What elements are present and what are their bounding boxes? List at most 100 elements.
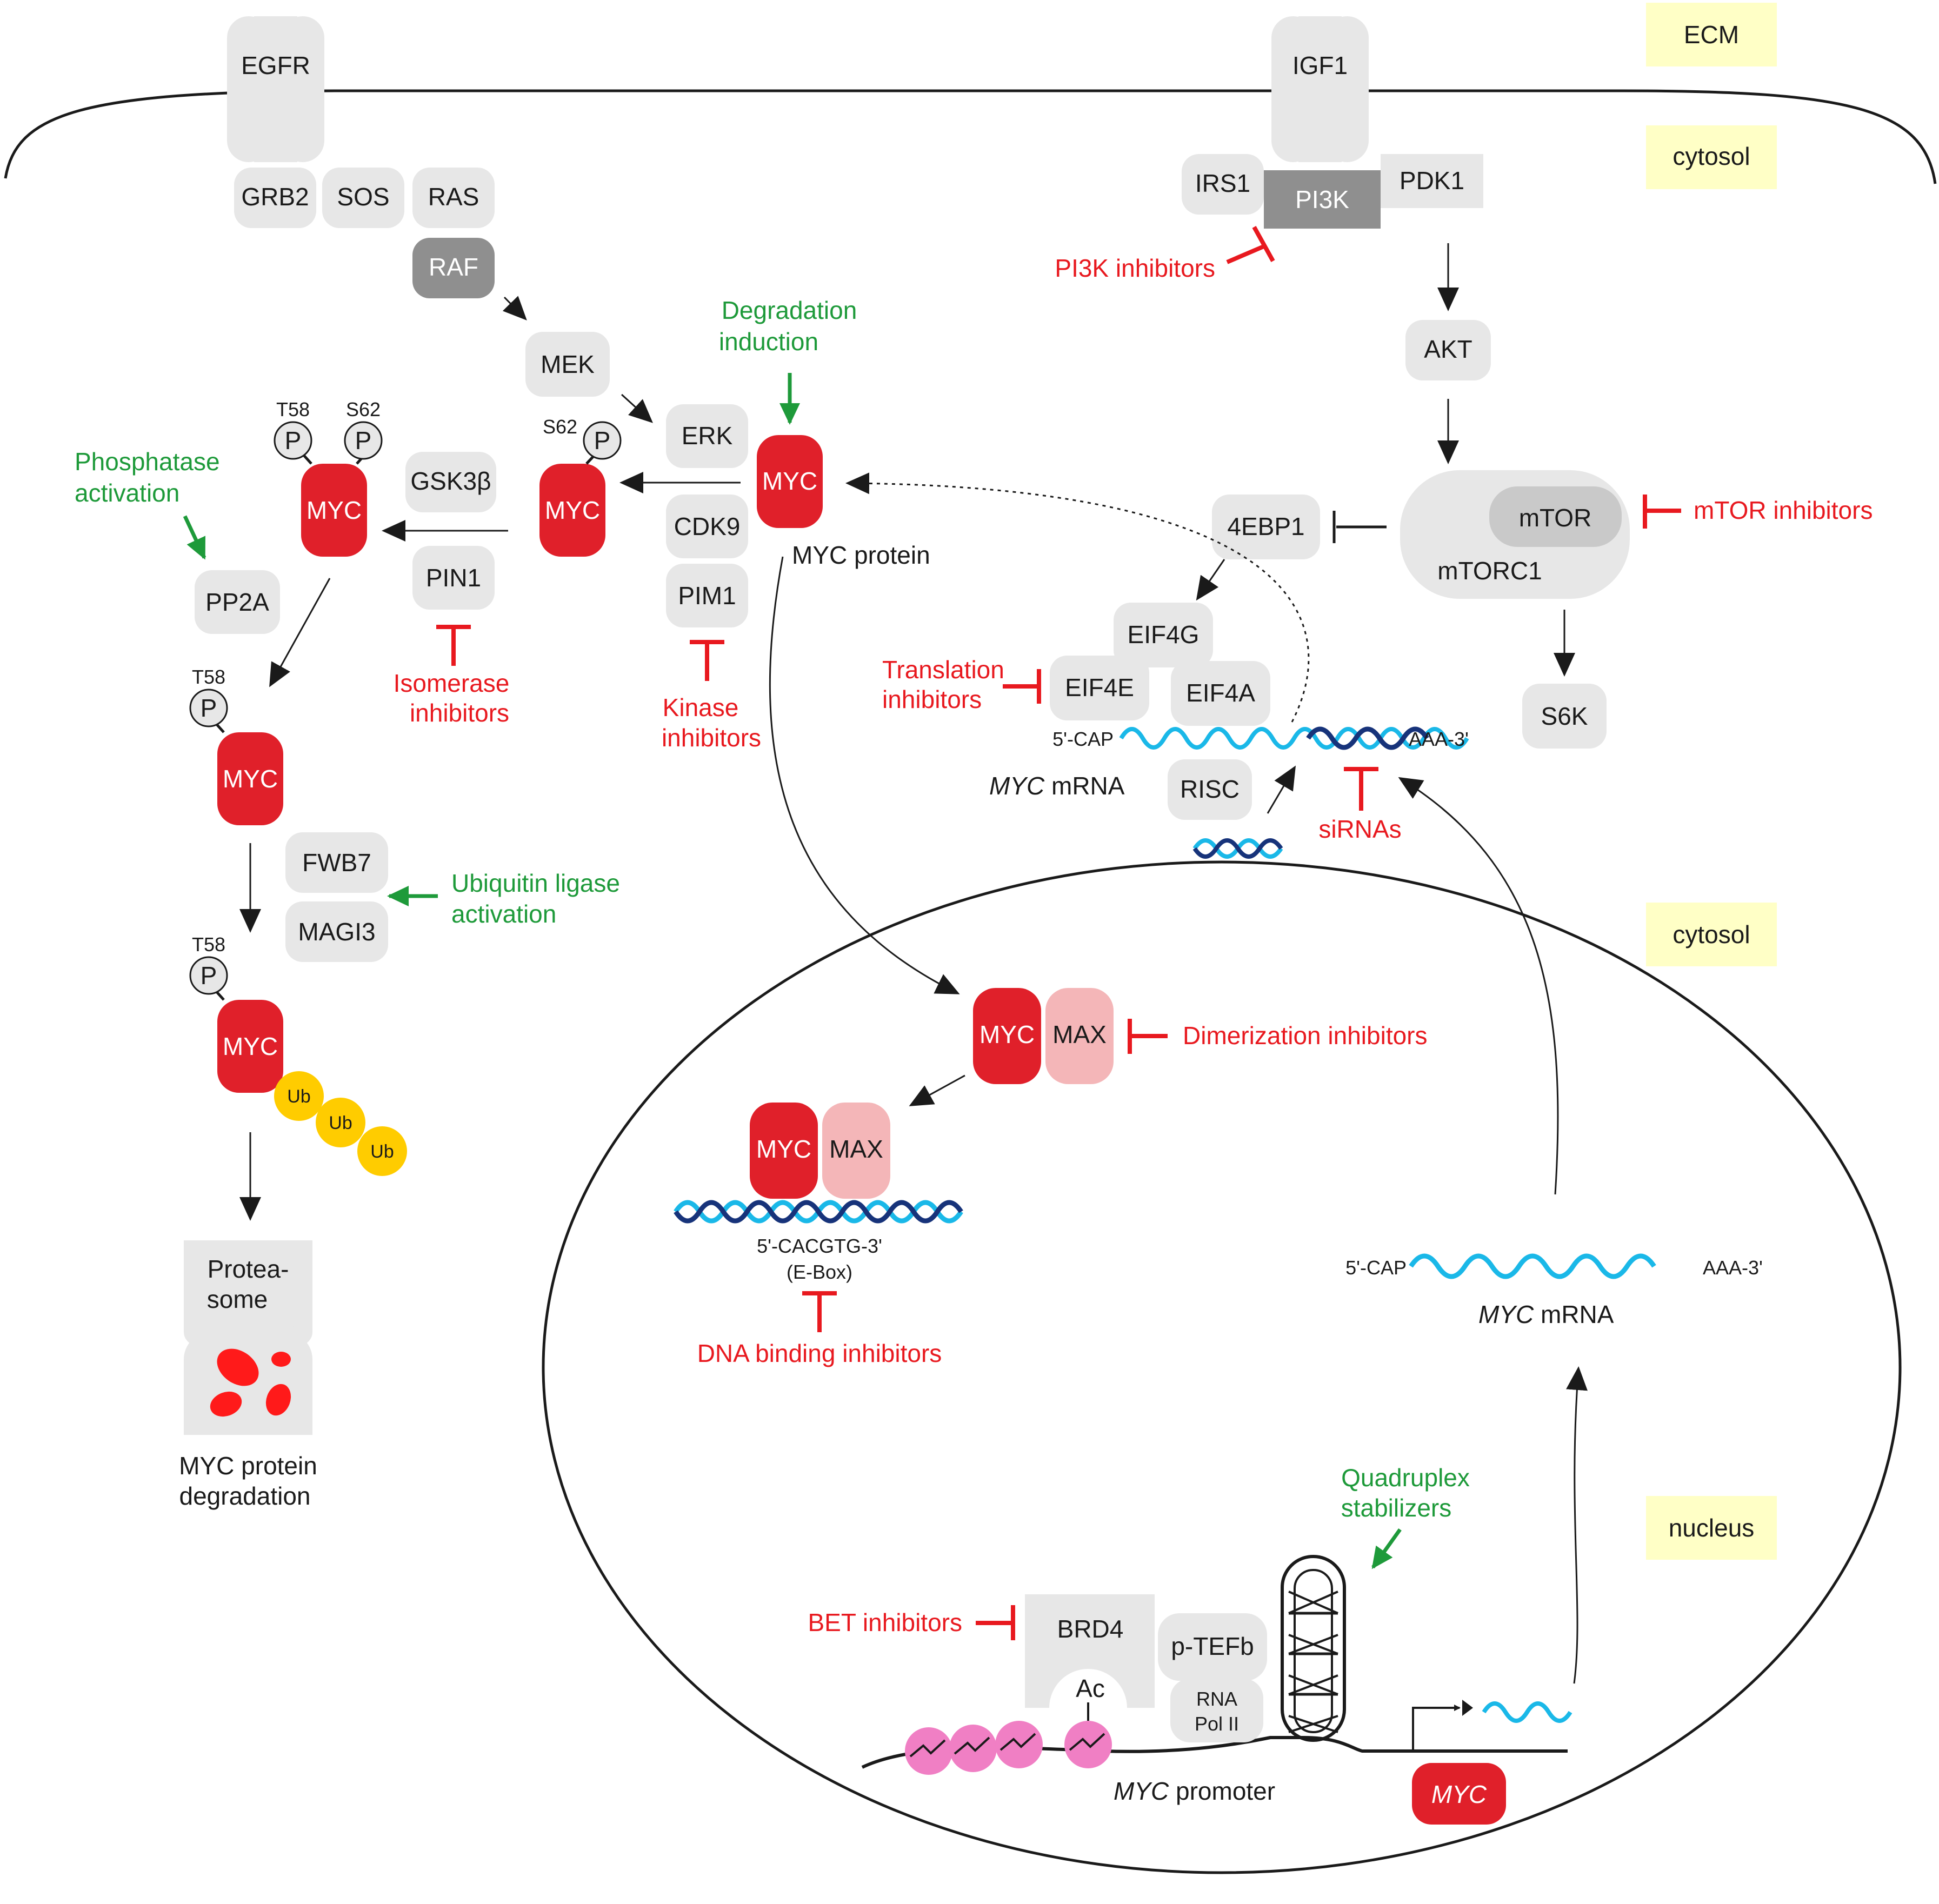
svg-text:RAF: RAF bbox=[429, 253, 478, 281]
igf1-receptor: IGF1 bbox=[1271, 16, 1369, 162]
svg-text:RISC: RISC bbox=[1180, 775, 1240, 803]
myc-protein-central: MYC bbox=[757, 435, 823, 528]
svg-text:EIF4E: EIF4E bbox=[1065, 673, 1134, 702]
s62-label-2: S62 bbox=[346, 398, 381, 420]
svg-text:PDK1: PDK1 bbox=[1400, 166, 1464, 195]
quadruplex-stabilizers-label-2: stabilizers bbox=[1341, 1494, 1452, 1522]
fwb7-node: FWB7 bbox=[285, 832, 388, 893]
nascent-transcript bbox=[1482, 1701, 1572, 1723]
svg-text:MYC: MYC bbox=[223, 765, 278, 793]
svg-text:SOS: SOS bbox=[337, 183, 389, 211]
mrna-label-cytosol: MYC mRNA bbox=[989, 772, 1125, 800]
svg-text:p-TEFb: p-TEFb bbox=[1171, 1632, 1254, 1660]
tail-label-cytosol: AAA-3' bbox=[1409, 728, 1469, 750]
nucleus-envelope bbox=[542, 860, 1902, 1874]
eif4a-node: EIF4A bbox=[1171, 661, 1270, 726]
dimerization-inhibitors-label: Dimerization inhibitors bbox=[1183, 1021, 1428, 1050]
proteasome: Protea- some bbox=[184, 1240, 312, 1435]
svg-text:P: P bbox=[201, 961, 217, 990]
inhibitor-bars bbox=[436, 226, 1681, 1640]
proteasome-label-1: Protea- bbox=[208, 1255, 289, 1283]
s6k-node: S6K bbox=[1522, 684, 1607, 749]
magi3-node: MAGI3 bbox=[285, 901, 388, 962]
svg-text:Ub: Ub bbox=[287, 1086, 310, 1107]
t58-label-2: T58 bbox=[192, 666, 225, 688]
compartment-cytosol-top: cytosol bbox=[1646, 125, 1777, 189]
svg-text:PI3K: PI3K bbox=[1295, 185, 1349, 213]
svg-text:MEK: MEK bbox=[541, 350, 595, 378]
kinase-inhibitors-label-2: inhibitors bbox=[662, 724, 761, 752]
erk-node: ERK bbox=[666, 404, 748, 468]
ptefb-node: p-TEFb bbox=[1158, 1613, 1267, 1681]
svg-text:EIF4A: EIF4A bbox=[1186, 679, 1255, 707]
myc-label-dimer-1: MYC bbox=[980, 1020, 1035, 1048]
myc-label-dimer-2: MYC bbox=[756, 1135, 811, 1163]
eif4e-node: EIF4E bbox=[1050, 656, 1149, 720]
phosphatase-activation-arrow bbox=[183, 515, 206, 560]
myc-max-dimer-1: MYC MAX bbox=[973, 988, 1114, 1084]
dna-binding-inhibitors-label: DNA binding inhibitors bbox=[697, 1339, 942, 1367]
sirna-label: siRNAs bbox=[1318, 815, 1401, 843]
ubiquitin-ligase-label-2: activation bbox=[451, 900, 556, 928]
pi3k-node: PI3K bbox=[1264, 170, 1381, 229]
quadruplex-stabilizers-label-1: Quadruplex bbox=[1341, 1464, 1470, 1492]
compartment-nucleus: nucleus bbox=[1646, 1496, 1777, 1560]
cell-membrane bbox=[4, 89, 1937, 184]
bet-inhibitor-bar bbox=[976, 1605, 1015, 1640]
svg-text:ERK: ERK bbox=[682, 422, 733, 450]
cap-label-nucleus: 5'-CAP bbox=[1345, 1257, 1407, 1279]
translation-inhibitors-label-1: Translation bbox=[882, 656, 1004, 684]
myc-t58: MYC bbox=[217, 732, 283, 825]
risc-node: RISC bbox=[1168, 759, 1252, 820]
svg-text:EGFR: EGFR bbox=[241, 51, 310, 79]
t58-label-1: T58 bbox=[276, 398, 310, 420]
arrow-raf-mek bbox=[502, 296, 527, 320]
irs1-node: IRS1 bbox=[1182, 154, 1264, 215]
isomerase-inhibitors-label-1: Isomerase bbox=[394, 669, 510, 697]
svg-text:IRS1: IRS1 bbox=[1195, 169, 1250, 197]
ubiquitin-3: Ub bbox=[357, 1126, 407, 1176]
pp2a-node: PP2A bbox=[195, 570, 280, 634]
svg-text:BRD4: BRD4 bbox=[1057, 1615, 1124, 1643]
pin1-node: PIN1 bbox=[412, 546, 495, 610]
svg-text:ECM: ECM bbox=[1684, 21, 1739, 49]
s62-label-1: S62 bbox=[543, 416, 577, 438]
bet-inhibitors-label: BET inhibitors bbox=[808, 1608, 962, 1636]
translation-inhibitor-bar bbox=[1003, 669, 1041, 704]
ebox-sequence: 5'-CACGTG-3' bbox=[757, 1235, 882, 1257]
nucleosome-2 bbox=[949, 1725, 997, 1772]
eif4g-node: EIF4G bbox=[1114, 603, 1213, 667]
svg-text:Ub: Ub bbox=[329, 1113, 352, 1133]
svg-text:nucleus: nucleus bbox=[1669, 1514, 1755, 1542]
nucleosome-4 bbox=[1064, 1721, 1112, 1768]
pathway-arrows bbox=[239, 243, 1588, 1684]
gsk3b-node: GSK3β bbox=[405, 452, 496, 512]
activator-arrows bbox=[183, 373, 1402, 1569]
max-label-dimer-2: MAX bbox=[829, 1135, 883, 1163]
mtor-label: mTOR bbox=[1519, 504, 1592, 532]
risc-bound-sirna bbox=[1306, 726, 1429, 750]
rna-pol-ii-node: RNA Pol II bbox=[1170, 1679, 1263, 1742]
svg-text:cytosol: cytosol bbox=[1673, 142, 1750, 170]
svg-text:cytosol: cytosol bbox=[1673, 920, 1750, 948]
pol-ii-label: Pol II bbox=[1195, 1713, 1239, 1735]
arrow-mek-erk bbox=[621, 393, 653, 423]
tss-arrow bbox=[1412, 1700, 1473, 1751]
mtorc1-complex: mTOR mTORC1 bbox=[1400, 470, 1630, 599]
brd4-node: BRD4 bbox=[1025, 1594, 1155, 1708]
svg-text:P: P bbox=[285, 426, 302, 455]
tail-label-nucleus: AAA-3' bbox=[1703, 1257, 1763, 1279]
ebox-label: (E-Box) bbox=[787, 1261, 852, 1283]
cdk9-node: CDK9 bbox=[666, 495, 748, 558]
nucleosome-1 bbox=[905, 1727, 952, 1775]
mek-node: MEK bbox=[525, 332, 610, 397]
phospho-s62-on-myc-t58-s62: P bbox=[344, 421, 383, 460]
mtorc1-inhibits-4ebp1 bbox=[1332, 511, 1387, 543]
svg-text:RAS: RAS bbox=[428, 183, 479, 211]
myc-s62: MYC bbox=[539, 464, 605, 557]
arrow-risc-mrna bbox=[1267, 765, 1296, 814]
phospho-t58-on-myc-t58: P bbox=[189, 689, 228, 727]
grb2-node: GRB2 bbox=[234, 168, 316, 228]
svg-text:P: P bbox=[201, 694, 217, 722]
acetyl-label: Ac bbox=[1076, 1674, 1105, 1702]
